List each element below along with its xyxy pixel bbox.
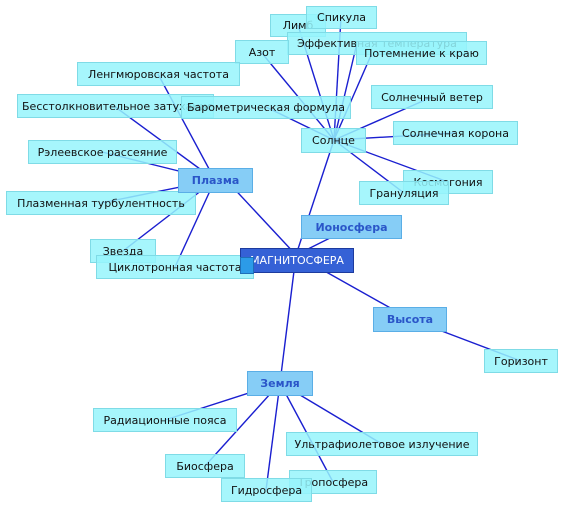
edge-24 xyxy=(204,382,281,467)
node-potemnenie-k-krayu[interactable]: Потемнение к краю xyxy=(356,41,487,65)
node-ionosfera[interactable]: Ионосфера xyxy=(301,215,402,239)
node-plazmennaya-turbulentnost[interactable]: Плазменная турбулентность xyxy=(6,191,196,215)
node-azot[interactable]: Азот xyxy=(235,40,289,64)
node-magnitosfera-label: МАГНИТОСФЕРА xyxy=(250,254,344,267)
node-spikula[interactable]: Спикула xyxy=(306,6,377,29)
node-ciklotronnaya-chastota[interactable]: Циклотронная частота xyxy=(96,255,254,279)
node-releevskoe-rasseyanie[interactable]: Рэлеевское рассеяние xyxy=(28,140,177,164)
root-marker xyxy=(240,257,254,274)
node-plazma[interactable]: Плазма xyxy=(178,168,253,193)
node-gidrosfera[interactable]: Гидросфера xyxy=(221,478,312,502)
edge-1 xyxy=(226,180,297,256)
edge-9 xyxy=(333,52,373,141)
node-vysota[interactable]: Высота xyxy=(373,307,447,332)
node-solnce[interactable]: Солнце xyxy=(301,128,366,153)
edge-15 xyxy=(157,73,216,181)
edge-20 xyxy=(174,179,216,268)
node-granulyaciya[interactable]: Грануляция xyxy=(359,181,449,205)
node-lengmyurovskaya-chastota[interactable]: Ленгмюровская частота xyxy=(77,62,240,86)
node-barometricheskaya-formula[interactable]: Барометрическая формула xyxy=(181,96,351,119)
node-troposfera[interactable]: Тропосфера xyxy=(289,470,377,494)
edge-4 xyxy=(279,254,297,384)
edge-7 xyxy=(333,42,358,141)
node-ultrafioletovoe-izluchenie[interactable]: Ультрафиолетовое излучение xyxy=(286,432,478,456)
node-gorizont[interactable]: Горизонт xyxy=(484,349,558,373)
node-zemlya[interactable]: Земля xyxy=(247,371,313,396)
node-radiacionnye-poyasa[interactable]: Радиационные пояса xyxy=(93,408,237,432)
node-biosfera[interactable]: Биосфера xyxy=(165,454,245,478)
edge-26 xyxy=(265,382,281,491)
node-solnechnaya-korona[interactable]: Солнечная корона xyxy=(393,121,518,145)
node-magnitosfera[interactable]: МАГНИТОСФЕРА xyxy=(240,248,354,274)
node-solnechnyj-veter[interactable]: Солнечный ветер xyxy=(371,85,493,109)
